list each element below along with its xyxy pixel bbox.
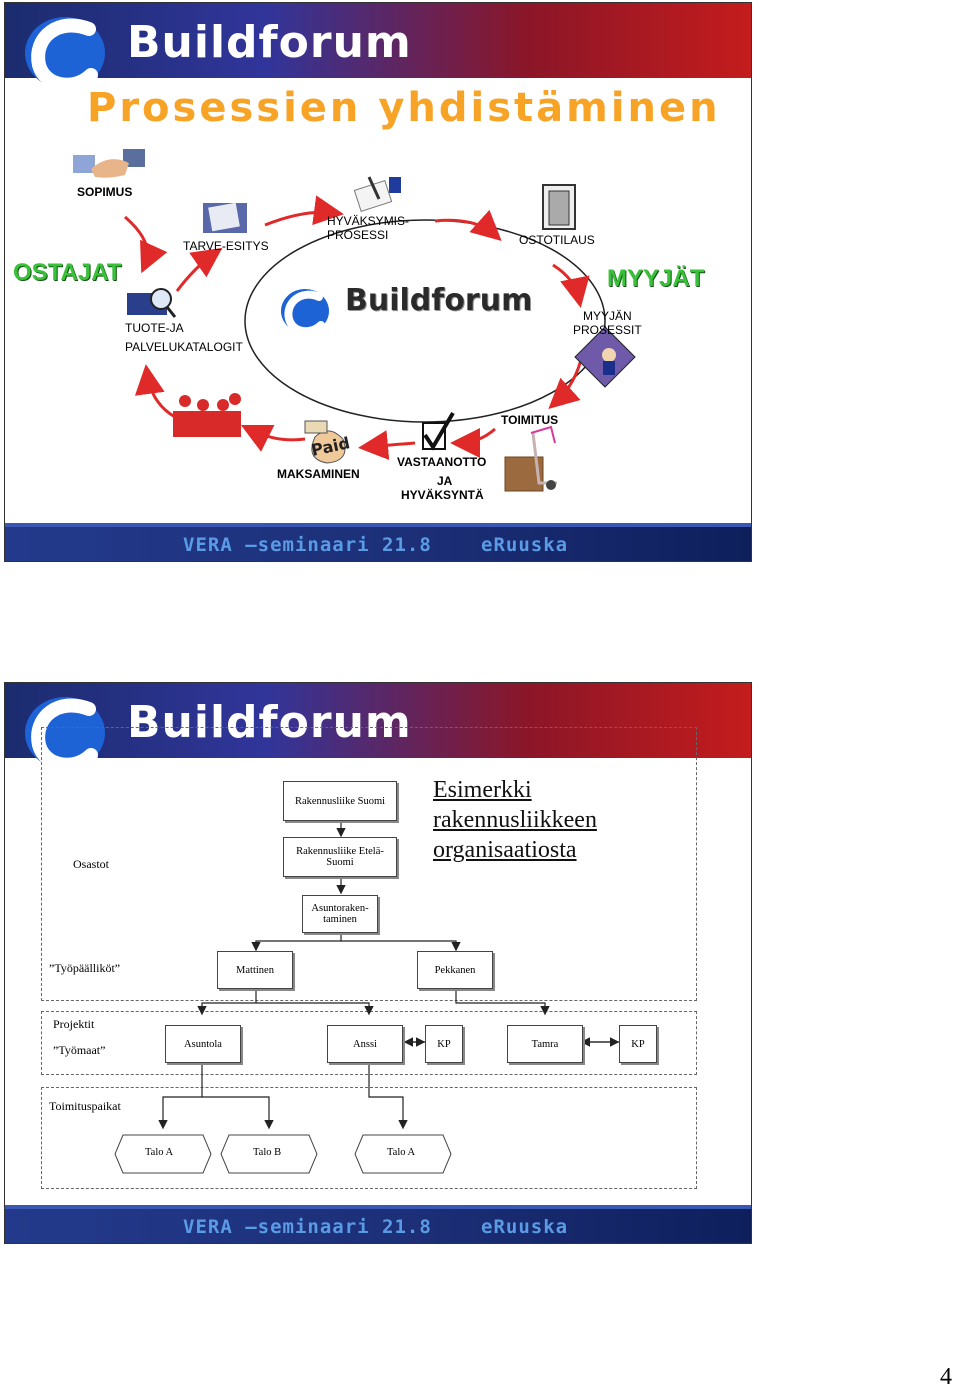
- arrow: [552, 263, 590, 308]
- label-myyjat: MYYJÄT: [607, 265, 705, 292]
- box-rakennusliike-etela-suomi: Rakennusliike Etelä- Suomi: [283, 837, 397, 877]
- box-mattinen: Mattinen: [217, 951, 293, 989]
- box-text: Anssi: [353, 1038, 377, 1050]
- label-myyjan-1: MYYJÄN: [583, 309, 632, 323]
- box-text: KP: [437, 1038, 451, 1050]
- org-connectors: [114, 821, 620, 1174]
- heading-line-3: organisaatiosta: [433, 837, 577, 863]
- label-toimitus: TOIMITUS: [501, 413, 559, 427]
- slide-header-bar: Buildforum: [5, 683, 751, 772]
- label-tyopaalikot: ”Työpäälliköt”: [49, 961, 121, 975]
- label-talo-a-2: Talo A: [387, 1147, 416, 1158]
- arrow: [450, 427, 496, 458]
- box-text-1: Rakennusliike Etelä-: [296, 846, 384, 857]
- page-title: Prosessien yhdistäminen: [87, 85, 721, 131]
- box-text: KP: [631, 1038, 645, 1050]
- center-logo-text: Buildforum: [345, 283, 533, 318]
- label-maksaminen: MAKSAMINEN: [277, 467, 360, 481]
- box-text-2: taminen: [323, 914, 357, 925]
- box-text-2: Suomi: [326, 857, 354, 868]
- money-bag-icon: [304, 420, 346, 464]
- label-hyvaksymis-2: PROSESSI: [327, 228, 389, 242]
- box-kp-1: KP: [425, 1025, 463, 1063]
- arrow: [124, 215, 168, 274]
- logo-text: Buildforum: [127, 17, 412, 68]
- box-anssi: Anssi: [327, 1025, 403, 1063]
- box-text: Asuntola: [184, 1038, 222, 1050]
- footer-right-text: eRuuska: [481, 1216, 569, 1238]
- footer-right-text: eRuuska: [481, 534, 569, 556]
- box-text-1: Asuntoraken-: [311, 903, 369, 914]
- box-text: Mattinen: [236, 964, 274, 976]
- label-talo-b: Talo B: [253, 1147, 282, 1158]
- diamond-talo-a-1: [114, 1134, 212, 1174]
- heading-line-1: Esimerkki: [433, 777, 532, 803]
- arrow: [358, 430, 416, 461]
- label-tuote-2: PALVELUKATALOGIT: [125, 340, 243, 354]
- diamond-talo-a-2: [354, 1134, 452, 1174]
- document-icon: [203, 202, 247, 233]
- signing-icon: [353, 176, 401, 213]
- arrow: [434, 209, 502, 242]
- buildforum-logo-icon: [25, 697, 105, 772]
- footer-left-text: VERA –seminaari 21.8: [183, 534, 432, 556]
- slide-header-bar: Buildforum: [5, 3, 751, 92]
- arrow: [264, 195, 344, 227]
- heading-line-2: rakennusliikkeen: [433, 807, 597, 833]
- box-rakennusliike-suomi: Rakennusliike Suomi: [283, 781, 397, 821]
- label-projektit: Projektit: [53, 1017, 95, 1031]
- center-logo-icon: [281, 289, 329, 336]
- label-ostajat: OSTAJAT: [13, 259, 122, 286]
- label-tuote-1: TUOTE-JA: [125, 321, 184, 335]
- arrow: [134, 364, 176, 419]
- door-icon: [542, 184, 576, 230]
- box-asuntorakentaminen: Asuntoraken- taminen: [302, 895, 378, 933]
- label-sopimus: SOPIMUS: [77, 185, 133, 199]
- box-asuntola: Asuntola: [165, 1025, 241, 1063]
- label-vastaanotto-1: VASTAANOTTO: [397, 455, 487, 469]
- meeting-icon: [173, 393, 241, 437]
- label-talo-a-1: Talo A: [145, 1147, 174, 1158]
- box-kp-2: KP: [619, 1025, 657, 1063]
- box-pekkanen: Pekkanen: [417, 951, 493, 989]
- catalog-search-icon: [127, 288, 177, 318]
- delivery-cart-icon: [504, 425, 557, 492]
- logo-text: Buildforum: [127, 697, 412, 748]
- arrow: [240, 424, 306, 452]
- heading-esimerkki: Esimerkki rakennusliikkeen organisaatios…: [433, 775, 597, 865]
- arrow: [175, 247, 223, 292]
- box-text: Tamra: [531, 1038, 559, 1050]
- diamond-talo-b: [220, 1134, 318, 1174]
- buildforum-logo-icon: [25, 17, 105, 92]
- label-osastot: Osastot: [73, 857, 109, 871]
- checkmark-icon: [422, 411, 455, 451]
- label-toimituspaikat: Toimituspaikat: [49, 1099, 121, 1113]
- label-hyvaksymis-1: HYVÄKSYMIS-: [327, 214, 410, 228]
- slide-footer: VERA –seminaari 21.8 eRuuska: [5, 1205, 751, 1243]
- region-osastot: [41, 727, 697, 1001]
- box-tamra: Tamra: [507, 1025, 583, 1063]
- handshake-icon: [73, 149, 145, 178]
- label-vastaanotto-2: JA: [437, 474, 453, 488]
- process-diagram: [73, 149, 636, 492]
- slide-process-integration: Buildforum Prosessien yhdistäminen: [4, 2, 752, 562]
- label-ostotilaus: OSTOTILAUS: [519, 233, 595, 247]
- label-vastaanotto-3: HYVÄKSYNTÄ: [401, 488, 484, 502]
- box-text: Rakennusliike Suomi: [294, 795, 386, 807]
- slide-footer: VERA –seminaari 21.8 eRuuska: [5, 523, 751, 561]
- box-text: Pekkanen: [434, 964, 476, 976]
- label-tyomaat: ”Työmaat”: [53, 1043, 106, 1057]
- label-tarve: TARVE-ESITYS: [183, 239, 269, 253]
- page-number: 4: [940, 1364, 952, 1390]
- seller-process-icon: [574, 326, 636, 388]
- footer-left-text: VERA –seminaari 21.8: [183, 1216, 432, 1238]
- label-myyjan-2: PROSESSIT: [573, 323, 642, 337]
- slide-organisation-example: Buildforum Os: [4, 682, 752, 1244]
